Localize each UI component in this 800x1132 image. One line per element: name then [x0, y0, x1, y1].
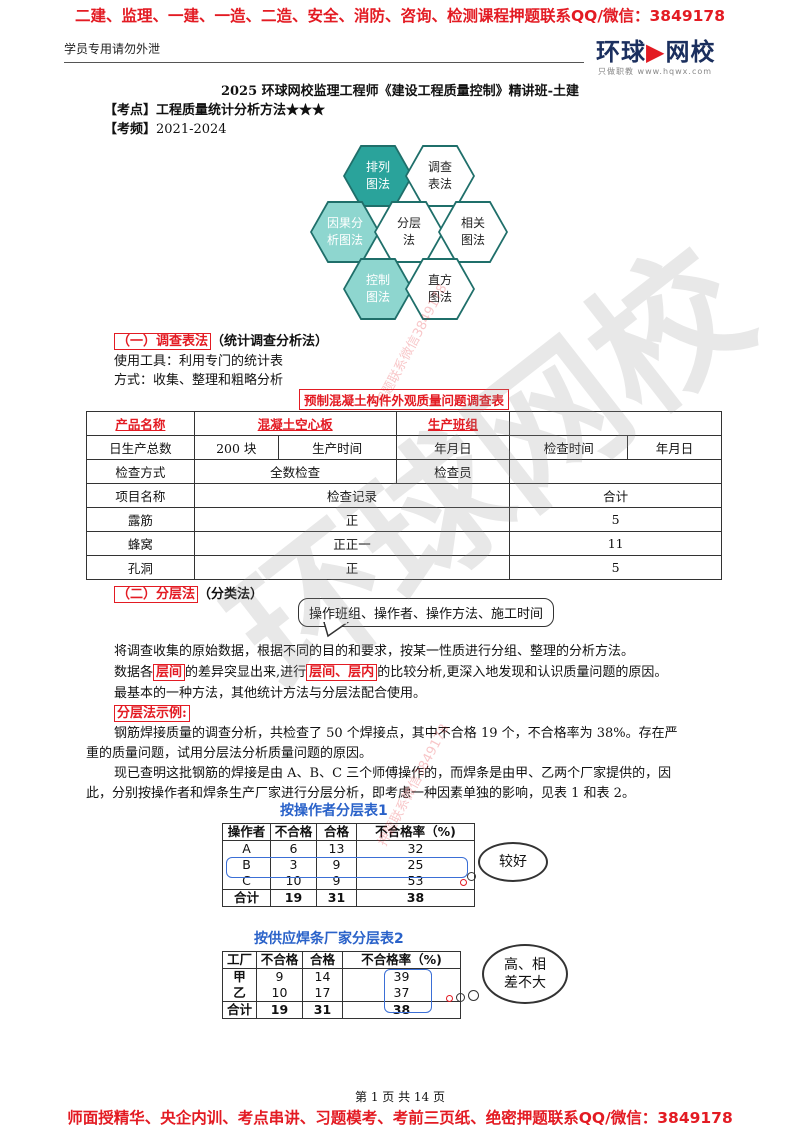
supplier-table-title: 按供应焊条厂家分层表2	[254, 931, 404, 947]
kaopin-text: 2021-2024	[156, 122, 227, 137]
survey-table-caption: 预制混凝土构件外观质量问题调查表	[87, 388, 722, 412]
hex-survey: 调查 表法	[407, 147, 473, 205]
table-row: 产品名称 混凝土空心板 生产班组	[86, 411, 722, 436]
example-heading: 分层法示例:	[114, 702, 190, 722]
example-line-1: 钢筋焊接质量的调查分析，共检查了 50 个焊接点，其中不合格 19 个，不合格率…	[114, 726, 678, 741]
hex-causal: 因果分 析图法	[312, 203, 378, 261]
bottom-banner: 师面授精华、央企内训、考点串讲、习题模考、考前三页纸、绝密押题联系QQ/微信：3…	[67, 1109, 733, 1127]
table-row: 项目名称检查记录合计	[86, 483, 722, 508]
section2-heading: （二）分层法（分类法）	[114, 583, 264, 603]
paragraph-1: 将调查收集的原始数据，根据不同的目的和要求，按某一性质进行分组、整理的分析方法。	[114, 644, 635, 659]
kaopin-tag: 【考频】	[104, 122, 157, 137]
kaopin-line: 【考频】2021-2024	[104, 118, 227, 137]
note-cloud-similar: 高、相 差不大	[482, 944, 568, 1004]
operator-table-title: 按操作者分层表1	[280, 803, 388, 819]
thought-dot	[468, 990, 479, 1001]
table-row: 操作者不合格合格不合格率（%)	[222, 823, 475, 841]
header-divider	[64, 62, 584, 63]
kaodian-tag: 【考点】	[104, 103, 157, 118]
kaodian-line: 【考点】工程质量统计分析方法★★★	[104, 99, 325, 118]
example-line-3: 现已查明这批钢筋的焊接是由 A、B、C 三个师傅操作的，而焊条是由甲、乙两个厂家…	[114, 766, 672, 781]
section1-method: 方式：收集、整理和粗略分析	[114, 373, 284, 388]
page-number: 第 1 页 共 14 页	[355, 1090, 445, 1104]
highlight-row-b	[226, 857, 468, 878]
section1-heading: （一）调查表法（统计调查分析法）	[114, 330, 329, 350]
header-left-note: 学员专用请勿外泄	[64, 42, 161, 56]
paragraph-2: 数据各层间的差异突显出来,进行层间、层内的比较分析,更深入地发现和认识质量问题的…	[114, 664, 668, 681]
section2-title: （二）分层法	[114, 586, 199, 603]
thought-dot	[446, 995, 453, 1002]
section2-subtitle: （分类法）	[198, 587, 264, 602]
example-line-2: 重的质量问题，试用分层法分析质量问题的原因。	[86, 746, 373, 761]
kaodian-text: 工程质量统计分析方法★★★	[156, 103, 326, 118]
example-line-4: 此，分别按操作者和焊条生产厂家进行分层分析，即考虑一种因素单独的影响，见表 1 …	[86, 786, 635, 801]
hex-correlation: 相关 图法	[440, 203, 506, 261]
section1-title: （一）调查表法	[114, 333, 212, 350]
hex-stratify: 分层 法	[376, 203, 442, 261]
thought-dot	[456, 993, 465, 1002]
table-row: 工厂不合格合格不合格率（%)	[222, 951, 461, 969]
bubble-tail-icon	[323, 622, 350, 638]
highlight-rates	[384, 969, 432, 1013]
paragraph-3: 最基本的一种方法，其他统计方法与分层法配合使用。	[114, 686, 427, 701]
logo-text-a: 环球	[596, 38, 646, 66]
section1-subtitle: （统计调查分析法）	[211, 334, 329, 349]
logo-text-b: 网校	[665, 38, 716, 66]
hex-pareto: 排列 图法	[345, 147, 411, 205]
table-row: 检查方式全数检查 检查员	[86, 459, 722, 484]
logo-subtitle: 只做职教 www.hqwx.com	[598, 67, 713, 76]
page-title: 2025 环球网校监理工程师《建设工程质量控制》精讲班-土建	[220, 84, 580, 99]
note-cloud-good: 较好	[478, 842, 548, 882]
play-icon: ▶	[646, 38, 666, 66]
thought-dot	[467, 872, 476, 881]
logo: 环球▶网校	[596, 32, 715, 67]
thought-dot	[460, 879, 467, 886]
section1-tool: 使用工具：利用专门的统计表	[114, 354, 284, 369]
top-banner: 二建、监理、一建、一造、二造、安全、消防、咨询、检测课程押题联系QQ/微信：38…	[74, 7, 725, 25]
